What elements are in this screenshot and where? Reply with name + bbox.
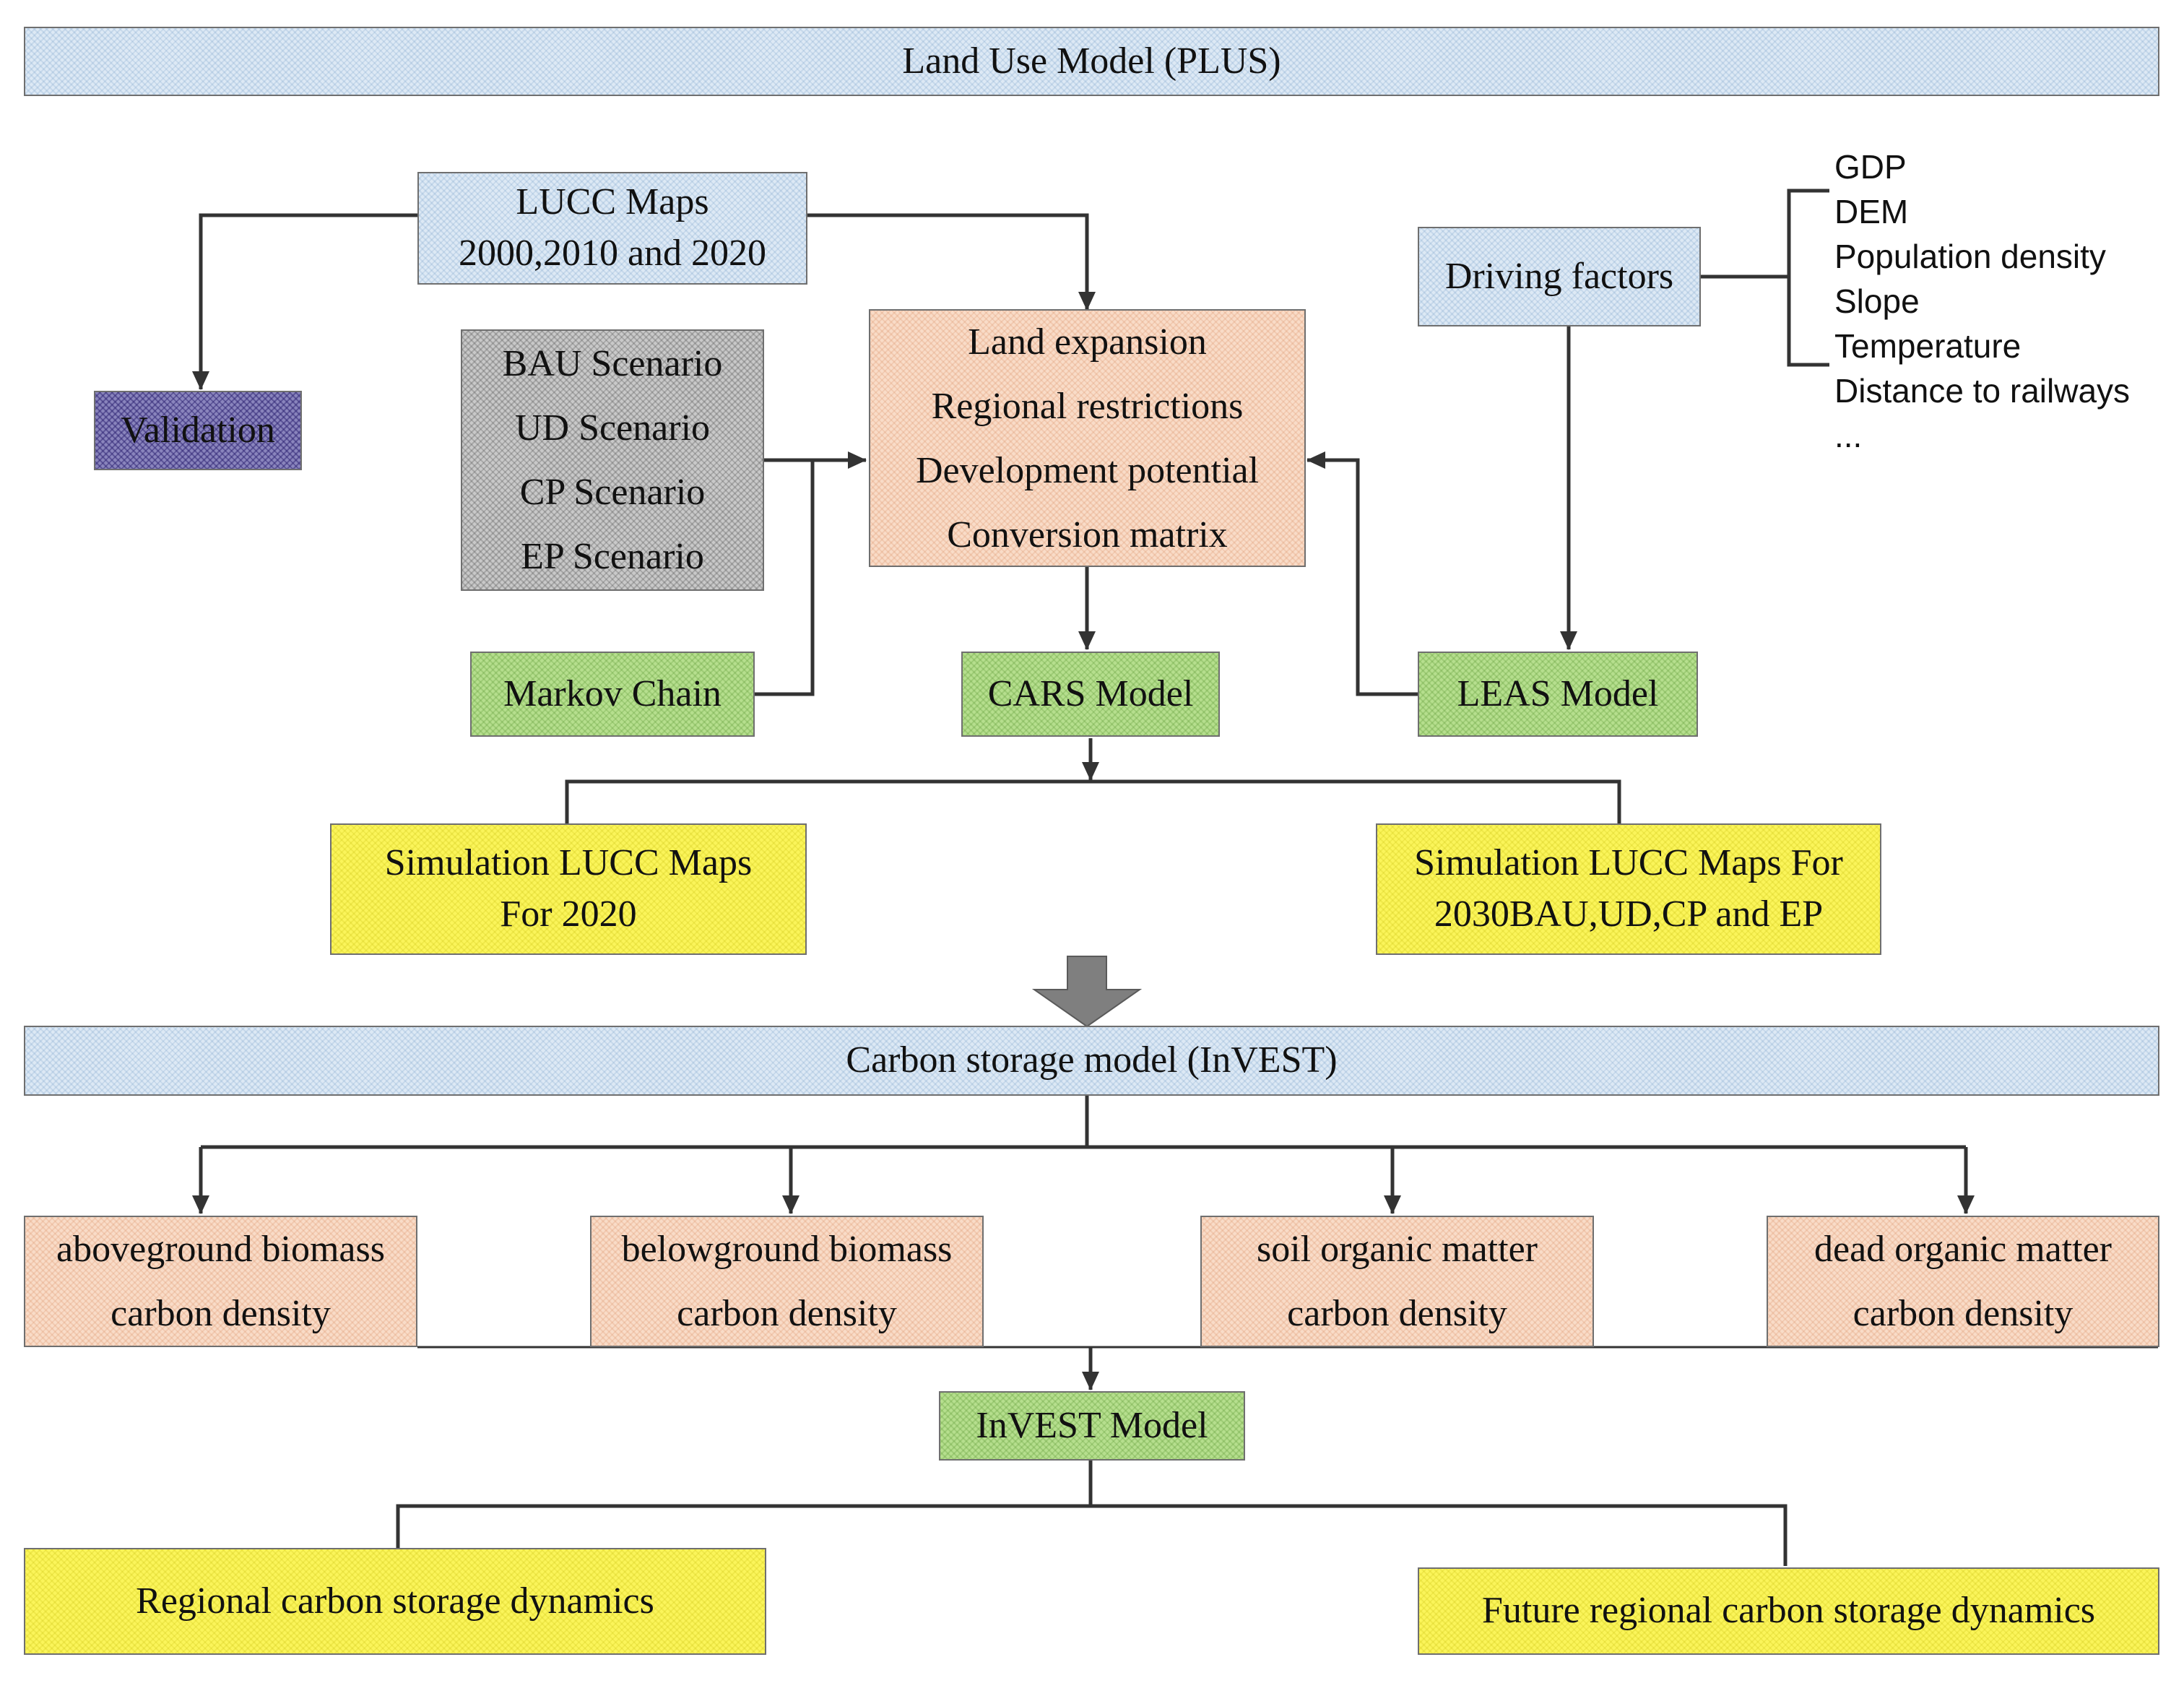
factor-temperature: Temperature — [1834, 327, 2022, 365]
regional-dynamics-label: Regional carbon storage dynamics — [136, 1580, 654, 1622]
future-dynamics-label: Future regional carbon storage dynamics — [1481, 1590, 2096, 1632]
belowground-density-box: belowground biomass carbon density — [590, 1216, 984, 1347]
invest-model-label: InVEST Model — [976, 1404, 1208, 1446]
core-modules-box: Land expansion Regional restrictions Dev… — [869, 309, 1306, 567]
factor-bracket — [1787, 189, 1829, 367]
aboveground-line1: aboveground biomass — [56, 1229, 385, 1270]
regional-dynamics-box: Regional carbon storage dynamics — [24, 1548, 766, 1655]
simulation-2020-line2: For 2020 — [500, 894, 637, 935]
aboveground-density-box: aboveground biomass carbon density — [24, 1216, 417, 1347]
arrow-lucc-to-core — [807, 213, 1096, 311]
dead-organic-density-box: dead organic matter carbon density — [1767, 1216, 2159, 1347]
driving-factor-list: GDP DEM Population density Slope Tempera… — [1834, 144, 2130, 458]
arrow-leas-to-core — [1306, 451, 1418, 696]
driving-factors-label: Driving factors — [1444, 255, 1674, 297]
soil-organic-density-box: soil organic matter carbon density — [1200, 1216, 1594, 1347]
validation-label: Validation — [121, 409, 275, 451]
core-land-expansion: Land expansion — [968, 321, 1207, 363]
carbon-storage-model-title: Carbon storage model (InVEST) — [24, 1026, 2159, 1096]
simulation-2030-line1: Simulation LUCC Maps For — [1414, 842, 1843, 884]
belowground-line1: belowground biomass — [621, 1229, 953, 1270]
markov-chain-label: Markov Chain — [503, 672, 722, 714]
core-regional-restrictions: Regional restrictions — [931, 385, 1244, 427]
core-conversion-matrix: Conversion matrix — [947, 514, 1228, 555]
markov-chain-box: Markov Chain — [470, 652, 755, 737]
factor-population-density: Population density — [1834, 238, 2106, 275]
core-development-potential: Development potential — [915, 449, 1260, 491]
line-output-branch — [396, 1504, 1788, 1566]
aboveground-line2: carbon density — [110, 1293, 331, 1334]
scenario-cp: CP Scenario — [519, 472, 706, 513]
big-down-arrow — [1031, 956, 1143, 1028]
cars-model-label: CARS Model — [987, 672, 1194, 714]
soil-organic-line2: carbon density — [1287, 1293, 1507, 1334]
validation-box: Validation — [94, 391, 302, 470]
dead-organic-line1: dead organic matter — [1814, 1229, 2112, 1270]
lucc-maps-line1: LUCC Maps — [516, 181, 709, 223]
scenario-bau: BAU Scenario — [502, 343, 723, 384]
factor-gdp: GDP — [1834, 148, 1907, 186]
scenario-ud: UD Scenario — [514, 407, 711, 449]
cars-model-box: CARS Model — [961, 652, 1220, 737]
land-use-model-title: Land Use Model (PLUS) — [24, 27, 2159, 96]
leas-model-label: LEAS Model — [1457, 672, 1659, 714]
belowground-line2: carbon density — [677, 1293, 897, 1334]
scenarios-box: BAU Scenario UD Scenario CP Scenario EP … — [461, 329, 764, 591]
line-sim-branch — [565, 779, 1621, 823]
driving-factors-box: Driving factors — [1418, 227, 1701, 326]
factor-slope: Slope — [1834, 282, 1920, 320]
carbon-storage-model-title-text: Carbon storage model (InVEST) — [846, 1039, 1338, 1081]
simulation-2020-box: Simulation LUCC Maps For 2020 — [330, 823, 807, 955]
simulation-2030-line2: 2030BAU,UD,CP and EP — [1434, 894, 1824, 935]
dead-organic-line2: carbon density — [1852, 1293, 2074, 1334]
lucc-maps-box: LUCC Maps 2000,2010 and 2020 — [417, 172, 807, 285]
leas-model-box: LEAS Model — [1418, 652, 1698, 737]
land-use-model-title-text: Land Use Model (PLUS) — [902, 40, 1281, 82]
arrow-lucc-to-validation — [192, 213, 417, 390]
factor-distance-to-railways: Distance to railways — [1834, 372, 2131, 410]
simulation-2020-line1: Simulation LUCC Maps — [384, 842, 753, 884]
future-dynamics-box: Future regional carbon storage dynamics — [1418, 1567, 2159, 1655]
line-markov-to-core — [755, 460, 815, 696]
factor-dem: DEM — [1834, 193, 1909, 230]
invest-model-box: InVEST Model — [939, 1391, 1245, 1461]
soil-organic-line1: soil organic matter — [1257, 1229, 1538, 1270]
scenario-ep: EP Scenario — [521, 536, 704, 577]
lucc-maps-line2: 2000,2010 and 2020 — [458, 233, 767, 274]
factor-ellipsis: ... — [1834, 417, 1863, 454]
simulation-2030-box: Simulation LUCC Maps For 2030BAU,UD,CP a… — [1376, 823, 1881, 955]
